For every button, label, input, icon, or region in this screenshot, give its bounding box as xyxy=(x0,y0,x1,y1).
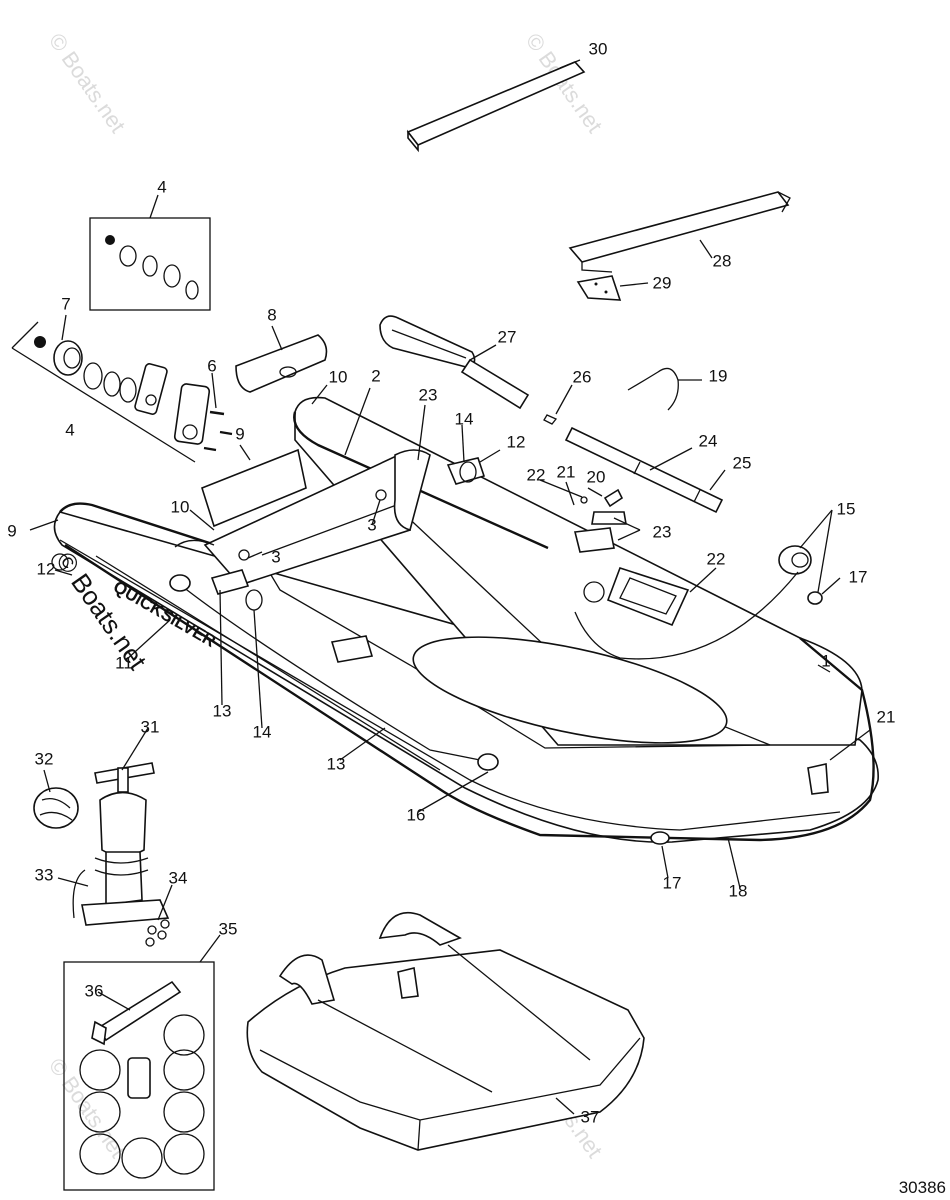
callout-label: 13 xyxy=(327,754,346,773)
callout-label: 33 xyxy=(35,865,54,884)
oarlock-clip xyxy=(543,414,558,425)
callout-label: 9 xyxy=(7,521,16,540)
callout-label: 1 xyxy=(821,651,830,670)
callout-label: 15 xyxy=(837,499,856,518)
callout-label: 21 xyxy=(557,462,576,481)
valve-kit-box xyxy=(89,217,211,311)
callout-label: 3 xyxy=(367,515,376,534)
callout-label: 32 xyxy=(35,749,54,768)
callout-label: 23 xyxy=(419,385,438,404)
callout-label: 20 xyxy=(587,467,606,486)
callout-label: 2 xyxy=(371,366,380,385)
callout-label: 22 xyxy=(707,549,726,568)
oarlock-fitting xyxy=(580,488,627,525)
callout-label: 8 xyxy=(267,305,276,324)
callout-label: 19 xyxy=(709,366,728,385)
boat-hull xyxy=(51,396,879,845)
callout-label: 34 xyxy=(169,868,188,887)
callout-label: 21 xyxy=(877,707,896,726)
callout-label: 29 xyxy=(653,273,672,292)
callout-label: 11 xyxy=(115,653,133,672)
watermark: © Boats.net xyxy=(44,1054,131,1163)
safety-line xyxy=(627,367,679,411)
valve-assembly xyxy=(11,321,233,463)
oar xyxy=(379,315,530,410)
callout-label: 24 xyxy=(699,431,718,450)
callout-label: 26 xyxy=(573,367,592,386)
callout-label: 16 xyxy=(407,805,426,824)
callout-label: 17 xyxy=(663,873,682,892)
callout-label: 10 xyxy=(171,497,190,516)
transom-board xyxy=(201,448,307,528)
callout-label: 7 xyxy=(61,294,70,313)
callout-label: 27 xyxy=(498,327,517,346)
callout-label: 6 xyxy=(207,356,216,375)
oar-shaft xyxy=(564,426,724,514)
seat xyxy=(568,191,791,273)
callout-label: 36 xyxy=(85,981,104,1000)
seat-bracket xyxy=(576,275,622,301)
callout-label: 25 xyxy=(733,453,752,472)
callout-label: 10 xyxy=(329,367,348,386)
callout-label: 37 xyxy=(581,1107,600,1126)
callout-label: 12 xyxy=(37,559,56,578)
callouts: 30 4 28 29 7 8 6 4 9 27 19 26 10 2 23 14… xyxy=(7,39,895,1126)
carry-bag xyxy=(246,911,645,1151)
callout-label: 12 xyxy=(507,432,526,451)
callout-label: 4 xyxy=(65,420,74,439)
callout-label: 18 xyxy=(729,881,748,900)
callout-label: 9 xyxy=(235,424,244,443)
callout-label: 23 xyxy=(653,522,672,541)
callout-label: 14 xyxy=(455,409,474,428)
foot-pump xyxy=(33,762,170,947)
callout-label: 17 xyxy=(849,567,868,586)
cushion xyxy=(235,334,328,393)
drain-plug xyxy=(778,545,823,605)
callout-label: 13 xyxy=(213,701,232,720)
callout-label: 30 xyxy=(589,39,608,58)
callout-label: 4 xyxy=(157,177,166,196)
callout-label: 35 xyxy=(219,919,238,938)
callout-label: 31 xyxy=(141,717,160,736)
callout-label: 28 xyxy=(713,251,732,270)
leader-lines xyxy=(29,59,871,1115)
seat-plank xyxy=(406,61,586,153)
diagram-id: 30386 xyxy=(898,1178,946,1197)
callout-label: 22 xyxy=(527,465,546,484)
repair-kit-box xyxy=(63,961,215,1191)
callout-label: 3 xyxy=(271,547,280,566)
watermark: © Boats.net xyxy=(44,29,131,138)
callout-label: 14 xyxy=(253,722,272,741)
